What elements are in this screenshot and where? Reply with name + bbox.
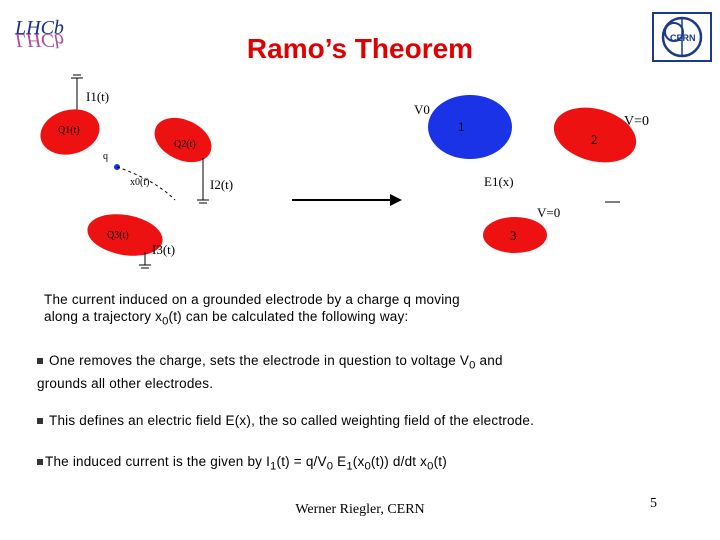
electrode-1 bbox=[428, 95, 512, 159]
label-v-right: V=0 bbox=[624, 114, 650, 129]
label-v0: V0 bbox=[414, 102, 430, 117]
lhcb-logo: LHCb LHCb bbox=[10, 12, 78, 60]
page-number: 5 bbox=[650, 496, 657, 511]
arrow-icon bbox=[292, 194, 402, 206]
svg-text:LHCb: LHCb bbox=[14, 17, 64, 39]
electrode-2 bbox=[553, 107, 637, 163]
intro-line-2: along a trajectory x0(t) can be calculat… bbox=[44, 309, 409, 328]
label-i2: I2(t) bbox=[210, 177, 234, 192]
label-x0: x0(t) bbox=[130, 177, 150, 188]
svg-text:LHCb: LHCb bbox=[14, 29, 64, 51]
electrode-diagram-with-charge bbox=[40, 74, 212, 269]
electrode-q1 bbox=[40, 109, 100, 155]
bullet-2: This defines an electric field E(x), the… bbox=[37, 413, 534, 428]
cern-logo: CERN bbox=[652, 12, 712, 62]
label-i3: I3(t) bbox=[152, 242, 176, 257]
footer-author: Werner Riegler, CERN bbox=[295, 502, 425, 517]
bullet-square-icon bbox=[37, 459, 43, 466]
label-electrode-3: 3 bbox=[510, 228, 517, 243]
intro-paragraph: The current induced on a grounded electr… bbox=[44, 291, 460, 331]
electrode-3 bbox=[483, 217, 547, 253]
label-q3: Q3(t) bbox=[107, 230, 129, 241]
intro-line-1: The current induced on a grounded electr… bbox=[44, 292, 460, 307]
label-q1: Q1(t) bbox=[58, 125, 80, 136]
electrode-q2 bbox=[154, 117, 212, 163]
label-v-bottom: V=0 bbox=[537, 205, 561, 220]
label-electrode-1: 1 bbox=[458, 119, 465, 134]
label-i1: I1(t) bbox=[86, 89, 110, 104]
bullet-square-icon bbox=[37, 418, 43, 425]
label-electrode-2: 2 bbox=[591, 132, 598, 147]
label-q2: Q2(t) bbox=[174, 139, 196, 150]
electrode-q3 bbox=[87, 214, 163, 256]
weighting-field-diagram bbox=[428, 95, 637, 253]
bullet-square-icon bbox=[37, 358, 43, 365]
bullet-3: The induced current is the given by I1(t… bbox=[37, 454, 447, 473]
slide-title: Ramo’s Theorem bbox=[246, 33, 474, 64]
svg-text:CERN: CERN bbox=[670, 33, 696, 43]
bullet-1: One removes the charge, sets the electro… bbox=[37, 353, 503, 391]
label-weighting-field: E1(x) bbox=[484, 174, 514, 189]
label-q: q bbox=[103, 151, 108, 162]
